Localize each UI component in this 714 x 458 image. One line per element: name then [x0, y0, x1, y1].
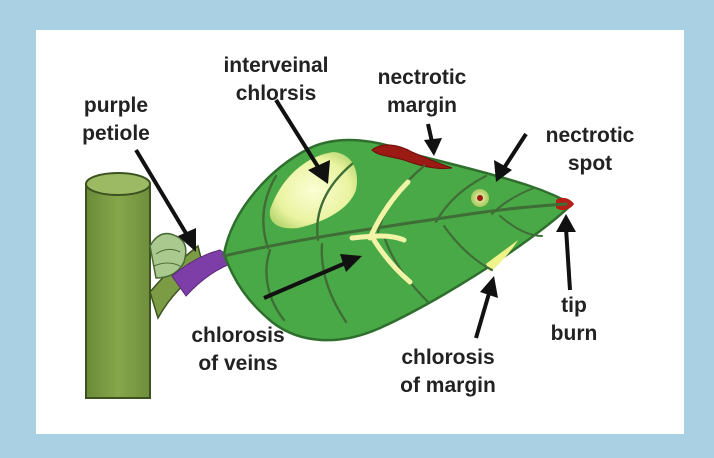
label-necrotic-spot: nectrotic spot: [546, 124, 635, 175]
label-tip-burn-line1: tip: [561, 294, 587, 317]
label-chlorosis-of-veins-line2: of veins: [198, 352, 277, 375]
label-chlorosis-of-margin-line2: of margin: [400, 374, 496, 397]
label-necrotic-margin: nectrotic margin: [378, 66, 467, 117]
label-chlorosis-of-margin: chlorosis of margin: [400, 346, 496, 397]
label-chlorosis-of-veins-line1: chlorosis: [191, 324, 284, 347]
label-tip-burn: tip burn: [551, 294, 598, 345]
label-purple-petiole: purple petiole: [82, 94, 150, 145]
leaf-blade: [224, 140, 574, 340]
label-purple-petiole-line2: petiole: [82, 122, 150, 145]
label-necrotic-spot-line1: nectrotic: [546, 124, 635, 147]
label-necrotic-spot-line2: spot: [568, 152, 612, 175]
label-interveinal-chlorosis: interveinal chlorsis: [223, 54, 328, 105]
label-tip-burn-line2: burn: [551, 322, 598, 345]
label-necrotic-margin-line2: margin: [387, 94, 457, 117]
label-purple-petiole-line1: purple: [84, 94, 148, 117]
label-interveinal-chlorosis-line1: interveinal: [223, 54, 328, 77]
label-chlorosis-of-veins: chlorosis of veins: [191, 324, 284, 375]
label-interveinal-chlorosis-line2: chlorsis: [236, 82, 317, 105]
label-necrotic-margin-line1: nectrotic: [378, 66, 467, 89]
label-chlorosis-of-margin-line1: chlorosis: [401, 346, 494, 369]
